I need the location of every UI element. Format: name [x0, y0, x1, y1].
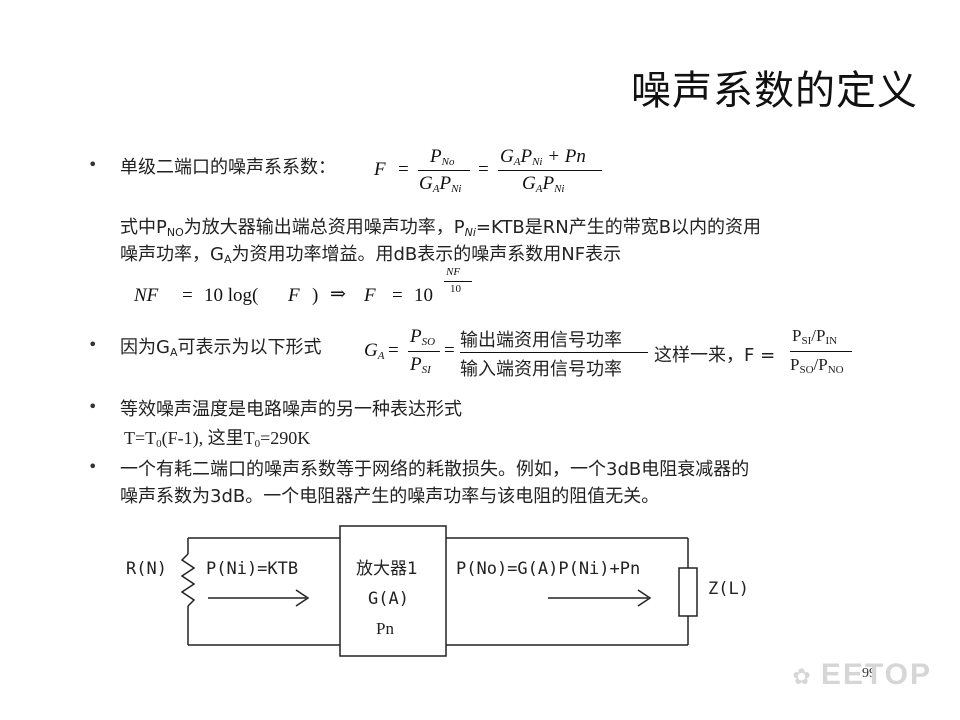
rn-label: R(N) — [126, 559, 167, 579]
thus-text: 这样一来，F = — [654, 345, 776, 366]
bullet-dot: • — [88, 457, 98, 476]
desc-line-1: 式中PNO为放大器输出端总资用噪声功率，PNi=KTB是RN产生的带宽B以内的资… — [120, 217, 762, 239]
f-ratio-denominator: PSO/PNO — [790, 355, 844, 376]
bullet-dot: • — [88, 397, 98, 416]
zl-label: Z(L) — [708, 579, 749, 599]
bullet2-label: 因为GA可表示为以下形式 — [120, 337, 322, 359]
page-number: 99 — [862, 666, 876, 681]
gain-label: G(A) — [368, 589, 409, 609]
bullet3-label: 等效噪声温度是电路噪声的另一种表达形式 — [120, 399, 462, 420]
bullet4-line-2: 噪声系数为3dB。一个电阻器产生的噪声功率与该电阻的阻值无关。 — [120, 486, 660, 507]
desc-line-2: 噪声功率，GA为资用功率增益。用dB表示的噪声系数用NF表示 — [120, 244, 622, 266]
bullet-dot: • — [88, 335, 98, 354]
pno-label: P(No)=G(A)P(Ni)+Pn — [456, 559, 640, 579]
watermark-logo: ✿EETOP — [792, 658, 932, 691]
bullet3-formula: T=T0(F-1), 这里T0=290K — [124, 428, 311, 450]
pn-label: Pn — [376, 619, 394, 638]
f-ratio-numerator: PSI/PIN — [792, 326, 838, 347]
output-power-text: 输出端资用信号功率 — [460, 330, 622, 351]
bullet-dot: • — [88, 155, 98, 174]
wechat-icon: ✿ — [792, 664, 813, 689]
page-title: 噪声系数的定义 — [631, 68, 918, 114]
fraction-line — [790, 351, 852, 352]
bullet4-line-1: 一个有耗二端口的噪声系数等于网络的耗散损失。例如，一个3dB电阻衰减器的 — [120, 459, 750, 480]
amplifier-label: 放大器1 — [356, 559, 418, 579]
pni-label: P(Ni)=KTB — [206, 559, 298, 579]
input-power-text: 输入端资用信号功率 — [460, 359, 622, 380]
fraction-line — [460, 352, 648, 353]
bullet1-label: 单级二端口的噪声系系数： — [120, 157, 336, 178]
